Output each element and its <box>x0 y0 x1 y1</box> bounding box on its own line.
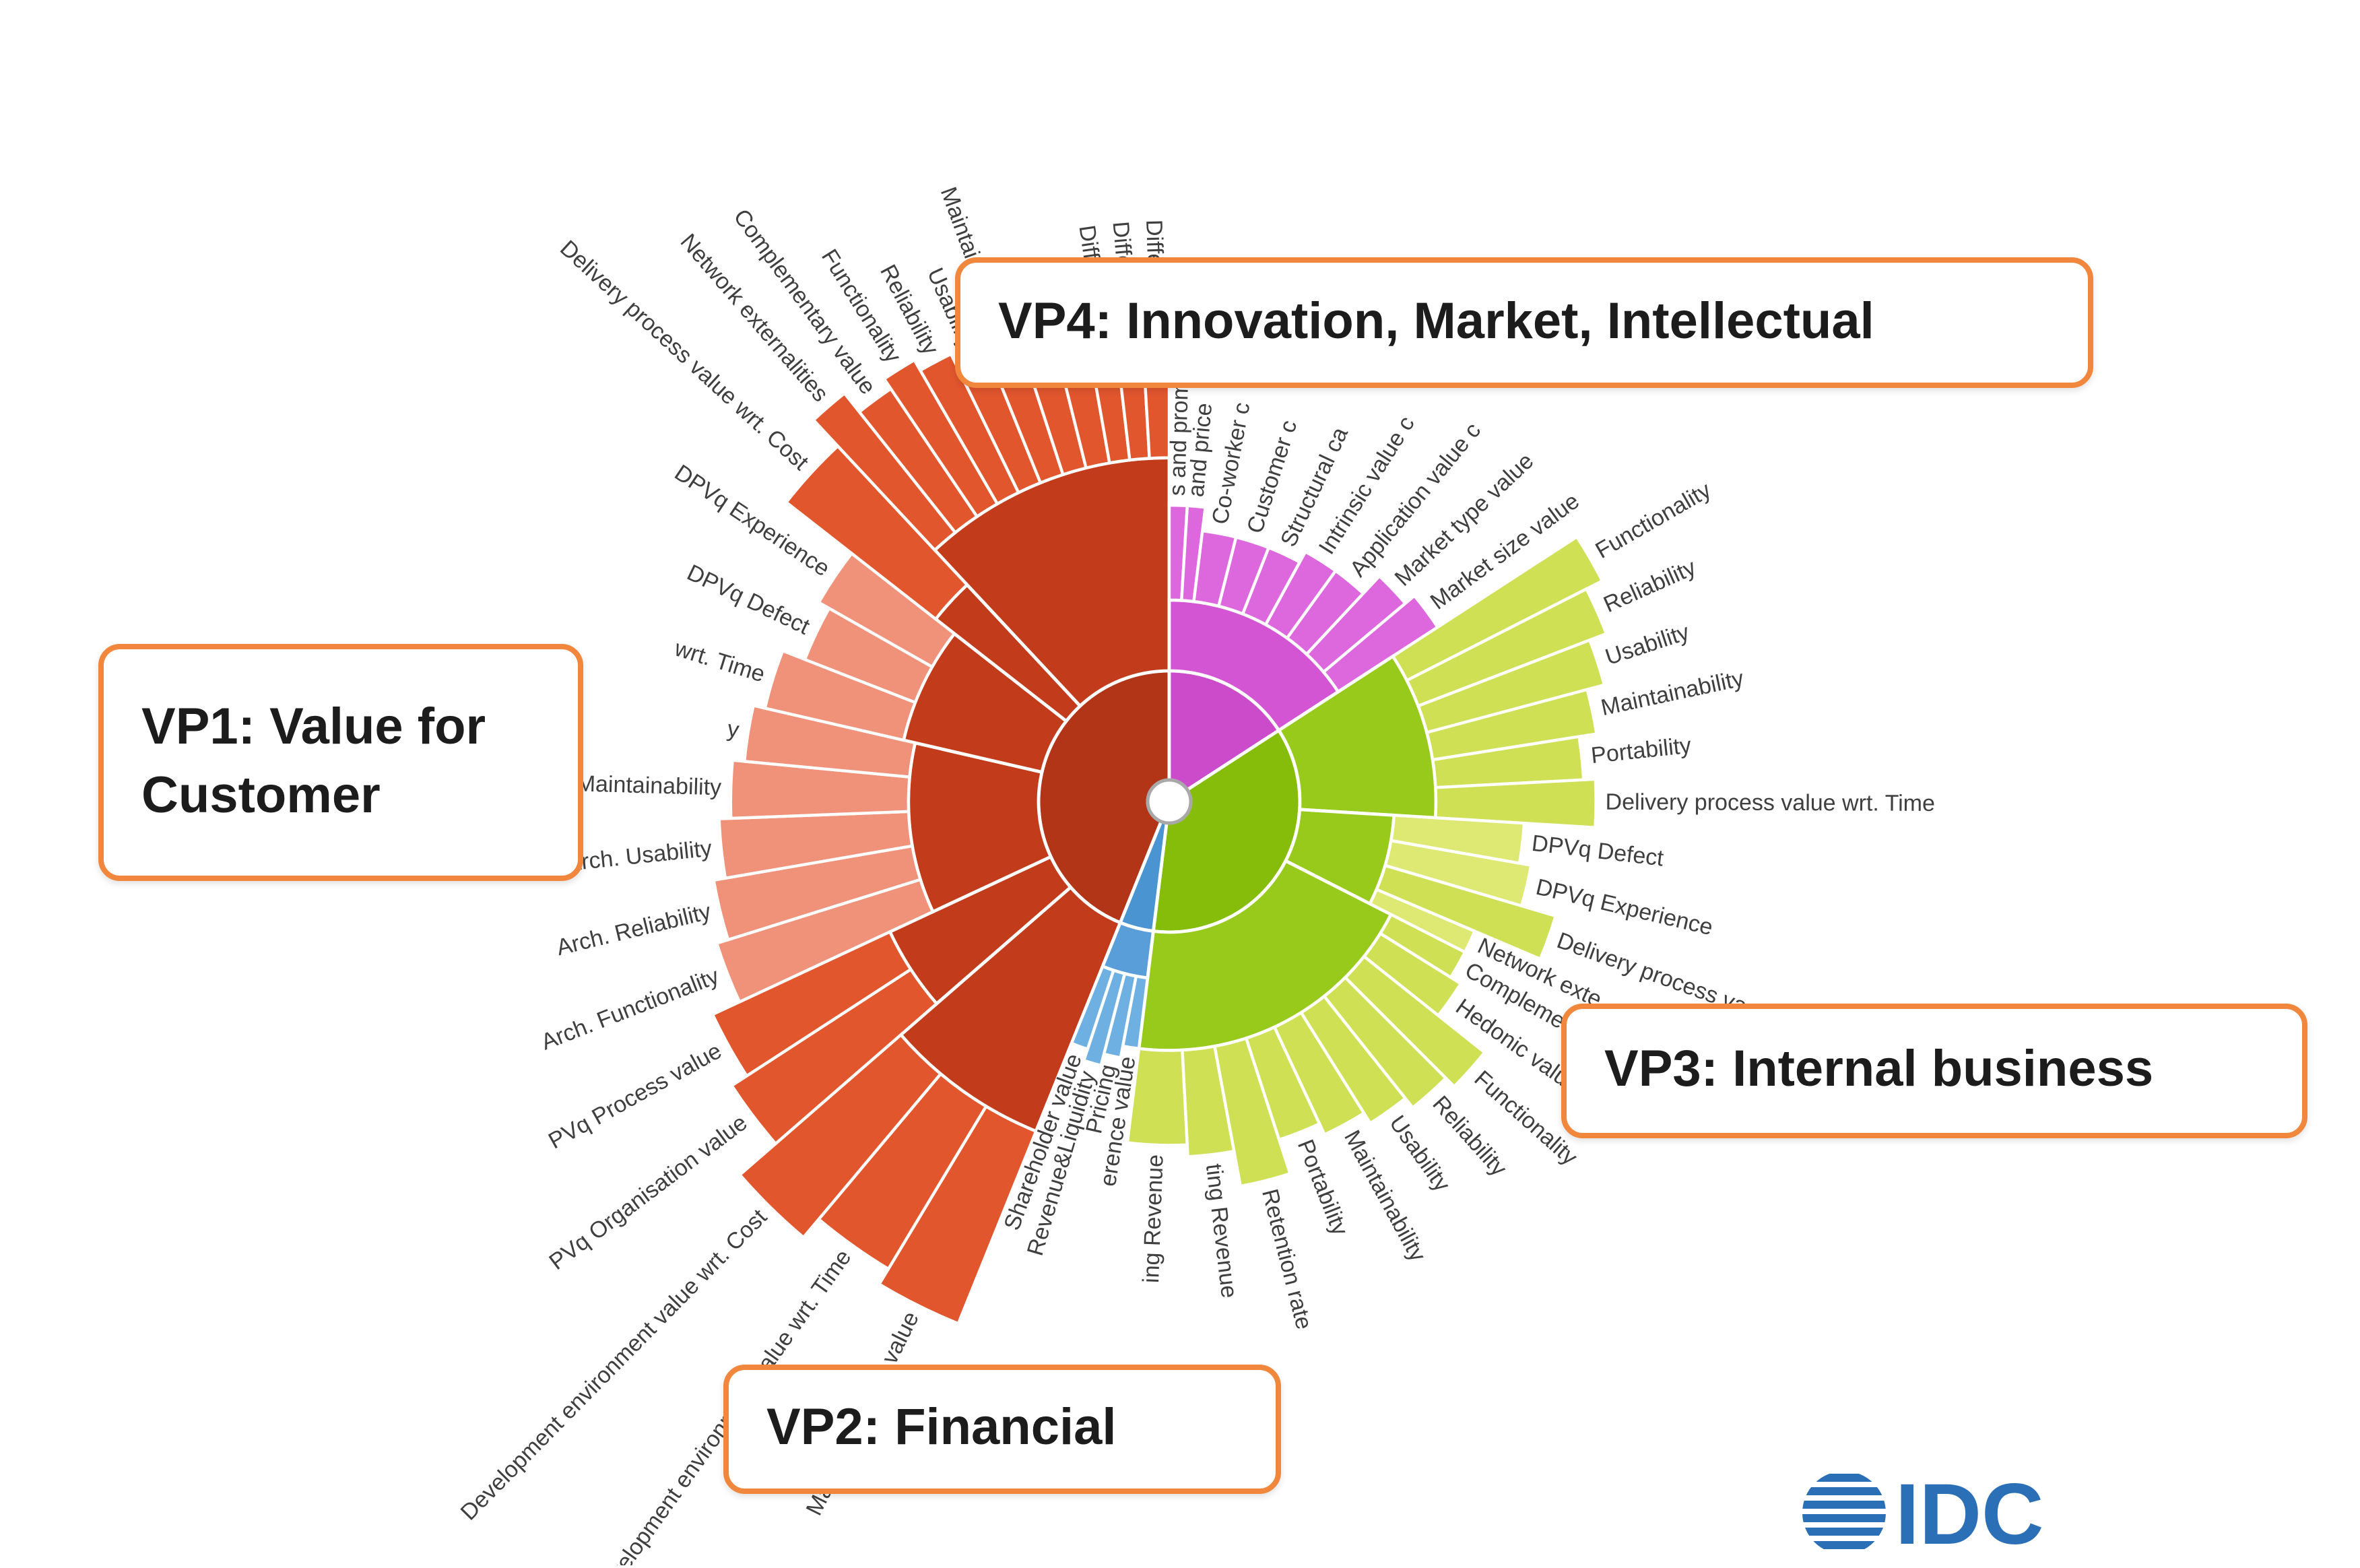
idc-logo-svg: IDC <box>1802 1466 2043 1563</box>
callout-vp3: VP3: Internal business <box>1561 1004 2307 1138</box>
idc-logo: IDC <box>1796 1462 2087 1568</box>
callout-vp3-label: VP3: Internal business <box>1604 1041 2154 1099</box>
segment-label: Functionality <box>1592 478 1715 564</box>
callout-vp1: VP1: Value for Customer <box>98 644 583 881</box>
segment-label: ing Revenue <box>1138 1154 1169 1283</box>
idc-globe-icon <box>1802 1474 1886 1549</box>
callout-vp4-label: VP4: Innovation, Market, Intellectual <box>998 293 1874 350</box>
sunburst-segment-vp3 <box>1368 887 1477 954</box>
segment-label: Arch. Reliability <box>554 899 714 960</box>
sunburst-segment-vp2 <box>1070 964 1116 1051</box>
segment-label: PVq Process value <box>544 1038 726 1154</box>
idc-logo-text: IDC <box>1895 1466 2043 1561</box>
callout-vp4: VP4: Innovation, Market, Intellectual <box>955 257 2093 388</box>
segment-label: wrt. Time <box>671 635 768 687</box>
segment-label: DPVq Defect <box>1530 830 1665 872</box>
callout-vp2: VP2: Financial <box>723 1365 1281 1494</box>
segment-label: Portability <box>1292 1136 1353 1239</box>
sunburst-center <box>1146 778 1193 825</box>
segment-label: Arch. Usability <box>565 835 713 876</box>
segment-label: Usability <box>1602 619 1693 670</box>
callout-vp1-label: VP1: Value for Customer <box>141 698 486 824</box>
segment-label: Reliability <box>1600 554 1699 618</box>
segment-label: ting Revenue <box>1201 1163 1242 1299</box>
segment-label: Portability <box>1589 733 1692 769</box>
segment-label: y <box>725 716 741 743</box>
callout-vp2-label: VP2: Financial <box>766 1400 1117 1457</box>
segment-label: Arch. Functionality <box>537 963 722 1055</box>
segment-label: DPVq Defect <box>683 560 814 640</box>
segment-label: Delivery process value wrt. Time <box>1606 789 1936 816</box>
segment-label: Maintainability <box>1599 665 1746 721</box>
segment-label: Retention rate <box>1257 1186 1317 1332</box>
